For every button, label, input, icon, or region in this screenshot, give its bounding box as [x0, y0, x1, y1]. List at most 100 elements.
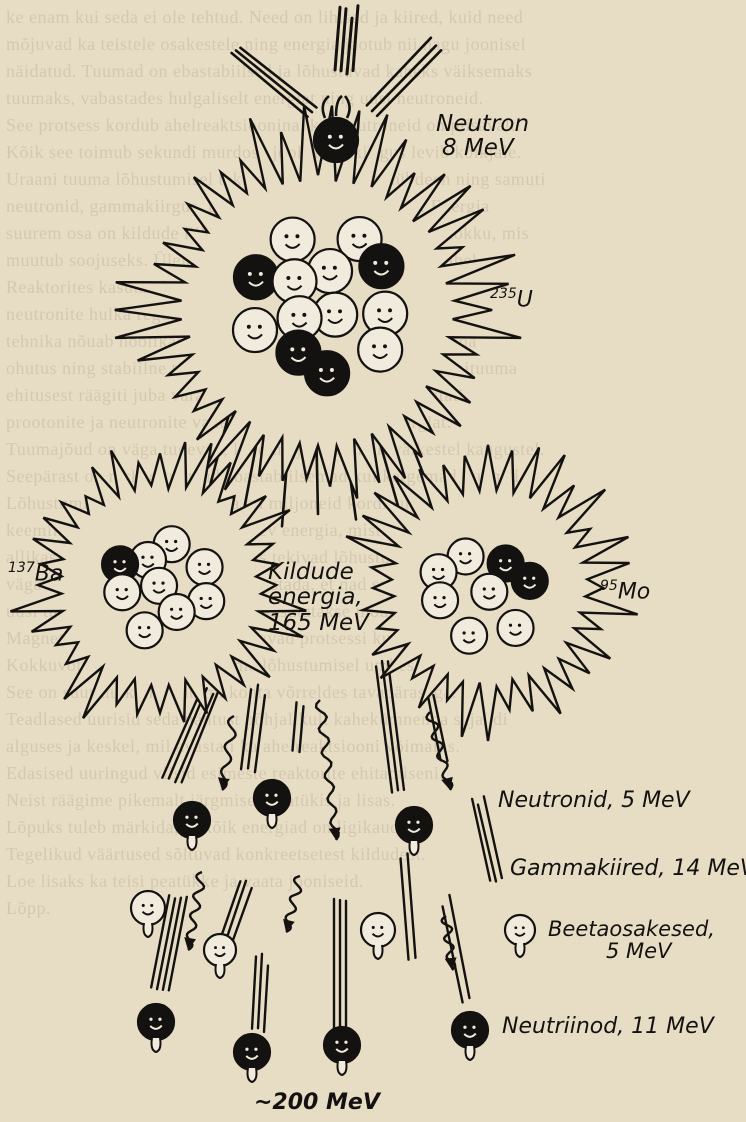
eye [185, 816, 188, 819]
eye [150, 904, 153, 907]
eye [372, 344, 376, 348]
incoming-neutron [314, 118, 358, 162]
eye [416, 821, 419, 824]
incoming-neutron-streak [240, 48, 316, 108]
nucleon-light [187, 549, 223, 585]
eye [442, 596, 445, 599]
particle-streak [293, 702, 297, 750]
nucleon-dark [234, 1034, 270, 1070]
beta-particle [131, 891, 165, 925]
eye [291, 313, 295, 317]
nucleon-light [358, 328, 402, 372]
uranium-nucleon [233, 308, 277, 352]
eye [207, 563, 210, 566]
nucleon-dark [396, 807, 432, 843]
eye [200, 597, 203, 600]
nucleon-dark [138, 1004, 174, 1040]
eye [158, 1018, 161, 1021]
eye [322, 266, 326, 270]
eye [179, 608, 182, 611]
neutrons-out-label: Neutronid, 5 MeV [498, 788, 690, 813]
particle-streak [258, 954, 262, 1028]
molybdenum-nucleon [471, 574, 507, 610]
nucleon-light [204, 934, 236, 966]
nucleon-light [498, 610, 534, 646]
uranium-nucleon [234, 255, 278, 299]
barium-nucleon [187, 549, 223, 585]
nucleon-dark [254, 780, 290, 816]
eye [152, 581, 155, 584]
nucleon-light [127, 612, 163, 648]
eye [339, 135, 343, 139]
eye [138, 626, 141, 629]
barium-mass-number: 137 [8, 560, 35, 576]
nucleon-light [471, 574, 507, 610]
neutrino-particle [234, 1034, 270, 1070]
eye [463, 1026, 466, 1029]
particle-streak [443, 906, 463, 1002]
beta-particle-tail [374, 945, 383, 959]
barium-nucleon [159, 594, 195, 630]
eye [284, 234, 288, 238]
eye [471, 631, 474, 634]
eye [499, 559, 502, 562]
nucleon-light [104, 574, 140, 610]
nucleon-dark [512, 563, 548, 599]
nucleon-dark [174, 802, 210, 838]
incoming-neutron-streak [335, 7, 340, 70]
uranium-nucleon [271, 218, 315, 262]
neutrino-particle [324, 1027, 360, 1063]
eye [338, 309, 342, 313]
neutrinos-label: Neutriinod, 11 MeV [502, 1014, 714, 1039]
eye [532, 577, 535, 580]
eye [297, 276, 301, 280]
eye [472, 1026, 475, 1029]
nucleon-light [159, 594, 195, 630]
incoming-neutron-streak [236, 50, 312, 112]
beta-particle [505, 915, 535, 945]
source-energy-label: Kildude energia, 165 MeV [268, 560, 369, 636]
eye [248, 272, 252, 276]
eye [328, 135, 332, 139]
eye [462, 631, 465, 634]
nucleon-light [271, 218, 315, 262]
eye [254, 1048, 257, 1051]
uranium-nucleon [305, 351, 349, 395]
eye [333, 266, 337, 270]
nucleon-light [131, 891, 165, 925]
beta-particle [204, 934, 236, 966]
eye [372, 926, 375, 929]
eye [122, 560, 125, 563]
incoming-neutron-streak [232, 53, 308, 117]
particle-streak [401, 858, 409, 959]
source-energy-line2: energia, [268, 585, 369, 610]
barium-nucleon [104, 574, 140, 610]
eye [380, 926, 383, 929]
eye [214, 946, 217, 949]
neutrino-particle [138, 1004, 174, 1040]
nucleon-light [505, 915, 535, 945]
molybdenum-nucleon [498, 610, 534, 646]
eye [377, 308, 381, 312]
incoming-neutron-streak [372, 46, 436, 112]
particle-streak [407, 853, 415, 957]
barium-symbol: Ba [35, 561, 64, 586]
eye [335, 1041, 338, 1044]
barium-nucleon [127, 612, 163, 648]
eye [116, 588, 119, 591]
eye [459, 552, 462, 555]
eye [259, 272, 263, 276]
eye [432, 568, 435, 571]
molybdenum-symbol: Mo [618, 579, 650, 604]
uranium-nucleon [359, 244, 403, 288]
eye [301, 347, 305, 351]
incoming-neutron-streak [353, 6, 358, 71]
eye [286, 276, 290, 280]
neutrino-particle-tail [338, 1061, 347, 1075]
eye [165, 540, 168, 543]
uranium-label: 235U [490, 286, 533, 312]
eye [150, 556, 153, 559]
neutron-particle-tail [268, 814, 277, 828]
eye [523, 577, 526, 580]
